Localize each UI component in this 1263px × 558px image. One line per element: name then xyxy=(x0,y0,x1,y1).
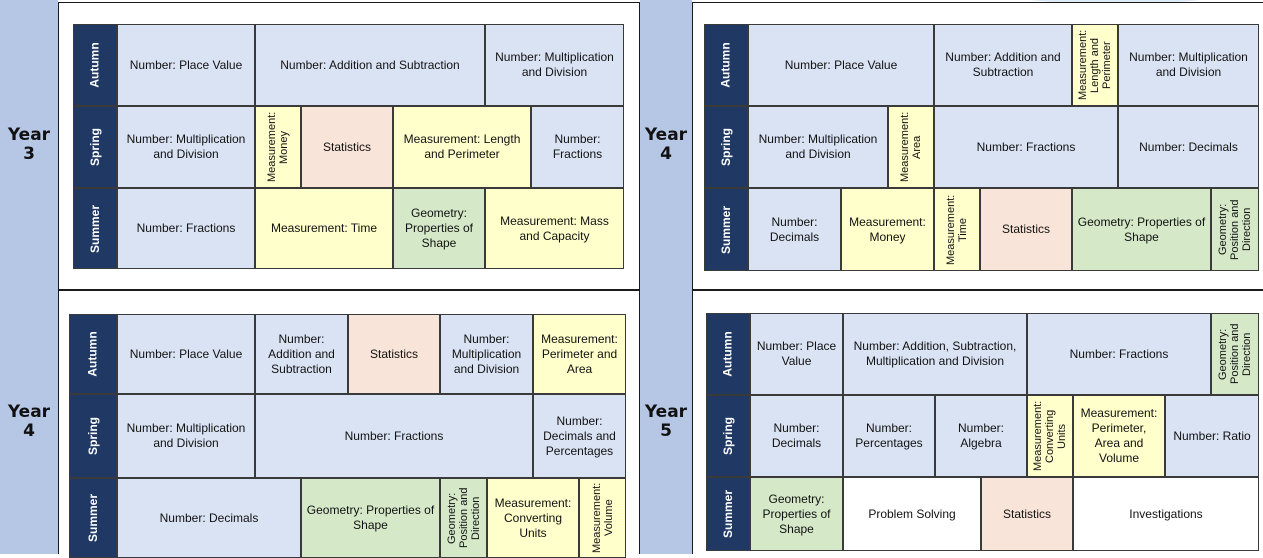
unit-cell: Number: Decimals xyxy=(748,188,841,271)
unit-cell: Number: Fractions xyxy=(934,106,1118,188)
season-summer: Summer xyxy=(73,188,117,269)
unit-cell: Number: Addition, Subtraction, Multiplic… xyxy=(843,313,1027,395)
unit-cell: Measurement: Converting Units xyxy=(1027,395,1073,477)
unit-cell: Geometry: Properties of Shape xyxy=(301,478,440,558)
year-label: Year xyxy=(644,125,688,145)
year-strip: Year 4 xyxy=(0,290,58,554)
unit-cell: Geometry: Position and Direction xyxy=(440,478,487,558)
season-summer: Summer xyxy=(704,188,748,271)
year-label: Year xyxy=(7,125,51,145)
unit-cell: Number: Multiplication and Division xyxy=(440,314,533,394)
unit-cell: Geometry: Properties of Shape xyxy=(393,188,485,269)
season-summer: Summer xyxy=(706,477,750,551)
season-autumn: Autumn xyxy=(706,313,750,395)
unit-cell: Number: Place Value xyxy=(117,24,255,106)
unit-cell: Number: Fractions xyxy=(531,106,624,188)
unit-cell: Statistics xyxy=(301,106,393,188)
season-spring: Spring xyxy=(73,106,117,188)
unit-cell: Statistics xyxy=(980,188,1072,271)
unit-cell: Geometry: Position and Direction xyxy=(1211,313,1259,395)
year-label: Year xyxy=(644,402,688,422)
year-number: 5 xyxy=(660,421,672,441)
unit-cell: Problem Solving xyxy=(843,477,981,551)
year-label: Year xyxy=(7,402,51,422)
unit-cell: Measurement: Time xyxy=(934,188,980,271)
year-number: 3 xyxy=(23,144,35,164)
unit-cell: Number: Addition and Subtraction xyxy=(255,24,485,106)
season-autumn: Autumn xyxy=(704,24,748,106)
year-number: 4 xyxy=(660,144,672,164)
season-spring: Spring xyxy=(704,106,748,188)
unit-cell: Number: Decimals xyxy=(1118,106,1259,188)
unit-cell: Number: Algebra xyxy=(935,395,1027,477)
unit-cell: Number: Fractions xyxy=(1027,313,1211,395)
unit-cell: Number: Fractions xyxy=(117,188,255,269)
unit-cell: Number: Percentages xyxy=(843,395,935,477)
season-autumn: Autumn xyxy=(69,314,117,394)
season-autumn: Autumn xyxy=(73,24,117,106)
unit-cell: Geometry: Properties of Shape xyxy=(750,477,843,551)
unit-cell: Number: Decimals and Percentages xyxy=(533,394,626,478)
unit-cell: Measurement: Money xyxy=(255,106,301,188)
unit-cell: Number: Multiplication and Division xyxy=(485,24,624,106)
unit-cell: Measurement: Perimeter and Area xyxy=(533,314,626,394)
unit-cell: Investigations xyxy=(1073,477,1259,551)
year-strip: Year 4 xyxy=(640,0,692,290)
unit-cell: Measurement: Time xyxy=(255,188,393,269)
unit-cell: Number: Multiplication and Division xyxy=(748,106,888,188)
season-spring: Spring xyxy=(69,394,117,478)
season-spring: Spring xyxy=(706,395,750,477)
unit-cell: Number: Decimals xyxy=(117,478,301,558)
unit-cell: Number: Multiplication and Division xyxy=(117,106,255,188)
unit-cell: Measurement: Perimeter, Area and Volume xyxy=(1073,395,1165,477)
unit-cell: Number: Addition and Subtraction xyxy=(934,24,1072,106)
year-number: 4 xyxy=(23,421,35,441)
unit-cell: Measurement: Mass and Capacity xyxy=(485,188,624,269)
unit-cell: Statistics xyxy=(981,477,1073,551)
unit-cell: Measurement: Volume xyxy=(579,478,626,558)
unit-cell: Number: Addition and Subtraction xyxy=(255,314,348,394)
unit-cell: Measurement: Area xyxy=(888,106,934,188)
unit-cell: Number: Place Value xyxy=(750,313,843,395)
unit-cell: Statistics xyxy=(348,314,440,394)
unit-cell: Number: Fractions xyxy=(255,394,533,478)
unit-cell: Measurement: Money xyxy=(841,188,934,271)
unit-cell: Number: Ratio xyxy=(1165,395,1259,477)
unit-cell: Geometry: Properties of Shape xyxy=(1072,188,1211,271)
unit-cell: Geometry: Position and Direction xyxy=(1211,188,1259,271)
year-strip: Year 5 xyxy=(640,290,692,554)
unit-cell: Number: Multiplication and Division xyxy=(117,394,255,478)
unit-cell: Measurement: Length and Perimeter xyxy=(393,106,531,188)
unit-cell: Number: Place Value xyxy=(748,24,934,106)
unit-cell: Measurement: Length and Perimeter xyxy=(1072,24,1118,106)
unit-cell: Number: Multiplication and Division xyxy=(1118,24,1259,106)
unit-cell: Number: Place Value xyxy=(117,314,255,394)
season-summer: Summer xyxy=(69,478,117,558)
unit-cell: Number: Decimals xyxy=(750,395,843,477)
year-strip: Year 3 xyxy=(0,0,58,290)
unit-cell: Measurement: Converting Units xyxy=(487,478,579,558)
